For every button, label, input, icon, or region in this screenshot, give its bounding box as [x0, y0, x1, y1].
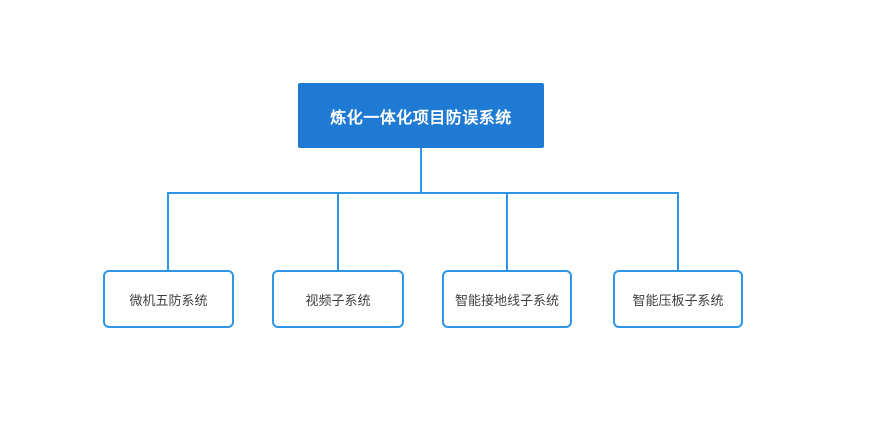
child-node-3[interactable]: 智能接地线子系统: [442, 270, 572, 328]
root-node[interactable]: 炼化一体化项目防误系统: [298, 83, 544, 148]
child-node-4[interactable]: 智能压板子系统: [613, 270, 743, 328]
child-node-2[interactable]: 视频子系统: [272, 270, 404, 328]
child-node-1[interactable]: 微机五防系统: [103, 270, 234, 328]
